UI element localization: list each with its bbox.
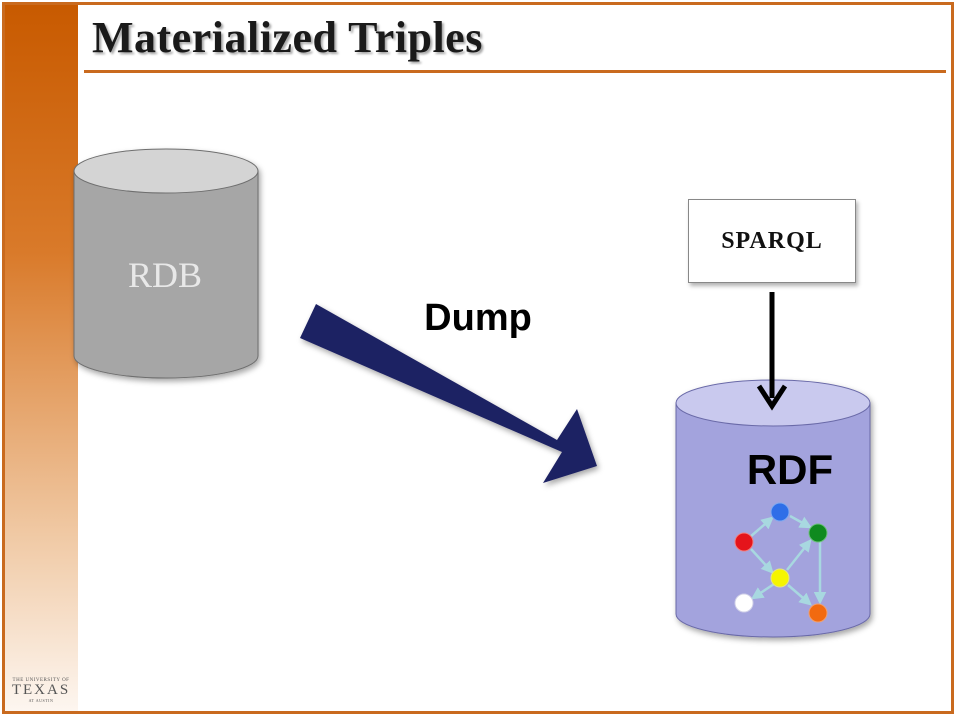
- edge-yellow-orange: [787, 584, 812, 606]
- rdb-cylinder-top: [73, 148, 259, 194]
- title-underline: [84, 70, 946, 73]
- sparql-arrow-head: [756, 384, 788, 411]
- rdf-graph-nodes: [734, 502, 828, 623]
- rdf-graph-edges: [749, 514, 827, 606]
- graph-node-orange: [808, 603, 828, 623]
- rdf-cylinder-body: [675, 402, 871, 638]
- ut-austin-logo: THE UNIVERSITY OF TEXAS AT AUSTIN: [8, 678, 74, 703]
- edge-yellow-green: [786, 539, 812, 571]
- dump-label: Dump: [424, 297, 532, 339]
- logo-line-university: THE UNIVERSITY OF: [12, 678, 70, 683]
- graph-node-green: [808, 523, 828, 543]
- rdb-cylinder-body: [73, 170, 259, 379]
- edge-red-yellow: [750, 548, 774, 574]
- logo-line-texas: TEXAS: [11, 682, 71, 698]
- graph-node-blue: [770, 502, 790, 522]
- rdb-cylinder: [73, 148, 259, 379]
- graph-node-yellow: [770, 568, 790, 588]
- sparql-label: SPARQL: [721, 227, 823, 254]
- dump-arrow: [300, 304, 597, 483]
- side-gradient-bar: [5, 5, 78, 711]
- graph-node-red: [734, 532, 754, 552]
- rdb-label: RDB: [128, 255, 202, 295]
- logo-line-austin: AT AUSTIN: [28, 698, 54, 703]
- edge-blue-green: [789, 514, 813, 529]
- edge-red-blue: [749, 516, 774, 538]
- rdf-label: RDF: [747, 446, 833, 493]
- graph-node-white: [734, 593, 754, 613]
- sparql-box: SPARQL: [688, 199, 856, 283]
- edge-yellow-white: [750, 582, 775, 600]
- slide-title: Materialized Triples: [92, 13, 483, 62]
